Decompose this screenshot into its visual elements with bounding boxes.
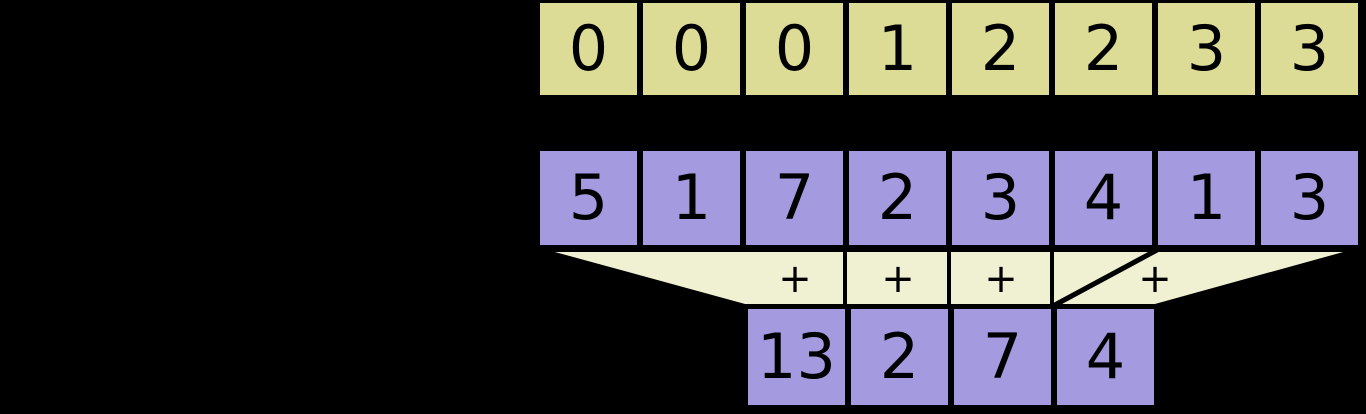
- output-sum-cell: 4: [1054, 306, 1157, 408]
- plus-operator: +: [778, 256, 812, 302]
- input-value-cell: 1: [640, 148, 743, 248]
- input-value-cell: 5: [537, 148, 640, 248]
- segment-id-cell: 0: [743, 0, 846, 98]
- plus-operator: +: [1138, 256, 1172, 302]
- output-sum-cell: 7: [951, 306, 1054, 408]
- connector-trapezoid: [539, 248, 1359, 308]
- input-value-cell: 1: [1155, 148, 1258, 248]
- input-value-cell: 7: [743, 148, 846, 248]
- input-value-cell: 4: [1052, 148, 1155, 248]
- output-sum-cell: 13: [745, 306, 848, 408]
- segment-id-cell: 0: [537, 0, 640, 98]
- input-value-cell: 3: [949, 148, 1052, 248]
- plus-operator: +: [984, 256, 1018, 302]
- input-value-cell: 3: [1258, 148, 1361, 248]
- input-value-cell: 2: [846, 148, 949, 248]
- segment-id-cell: 0: [640, 0, 743, 98]
- segment-id-cell: 2: [949, 0, 1052, 98]
- segment-id-cell: 3: [1155, 0, 1258, 98]
- segment-id-cell: 3: [1258, 0, 1361, 98]
- segment-id-cell: 2: [1052, 0, 1155, 98]
- segment-id-cell: 1: [846, 0, 949, 98]
- output-sum-cell: 2: [848, 306, 951, 408]
- plus-operator: +: [881, 256, 915, 302]
